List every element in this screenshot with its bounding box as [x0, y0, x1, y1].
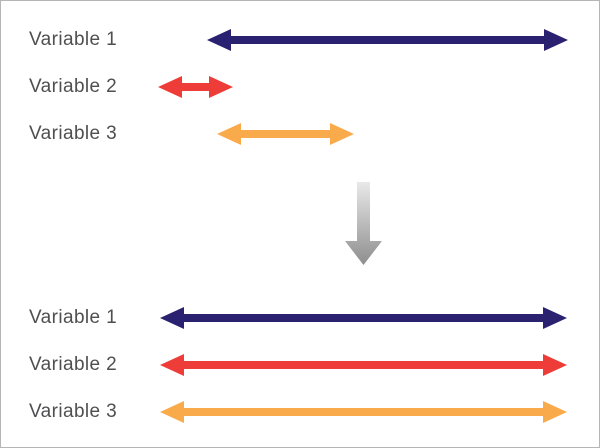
range-arrow-icon [160, 354, 567, 376]
variable-label: Variable 2 [29, 76, 118, 97]
variable-label: Variable 3 [29, 123, 118, 144]
variable-label: Variable 2 [29, 354, 118, 375]
range-arrow-icon [158, 76, 233, 98]
range-arrow-icon [160, 307, 567, 329]
variable-label: Variable 1 [29, 29, 118, 50]
range-arrow-icon [217, 123, 354, 145]
variable-label: Variable 1 [29, 307, 118, 328]
range-arrow-icon [160, 401, 567, 423]
down-arrow-icon [345, 182, 382, 265]
variable-label: Variable 3 [29, 401, 118, 422]
range-arrow-icon [207, 29, 568, 51]
